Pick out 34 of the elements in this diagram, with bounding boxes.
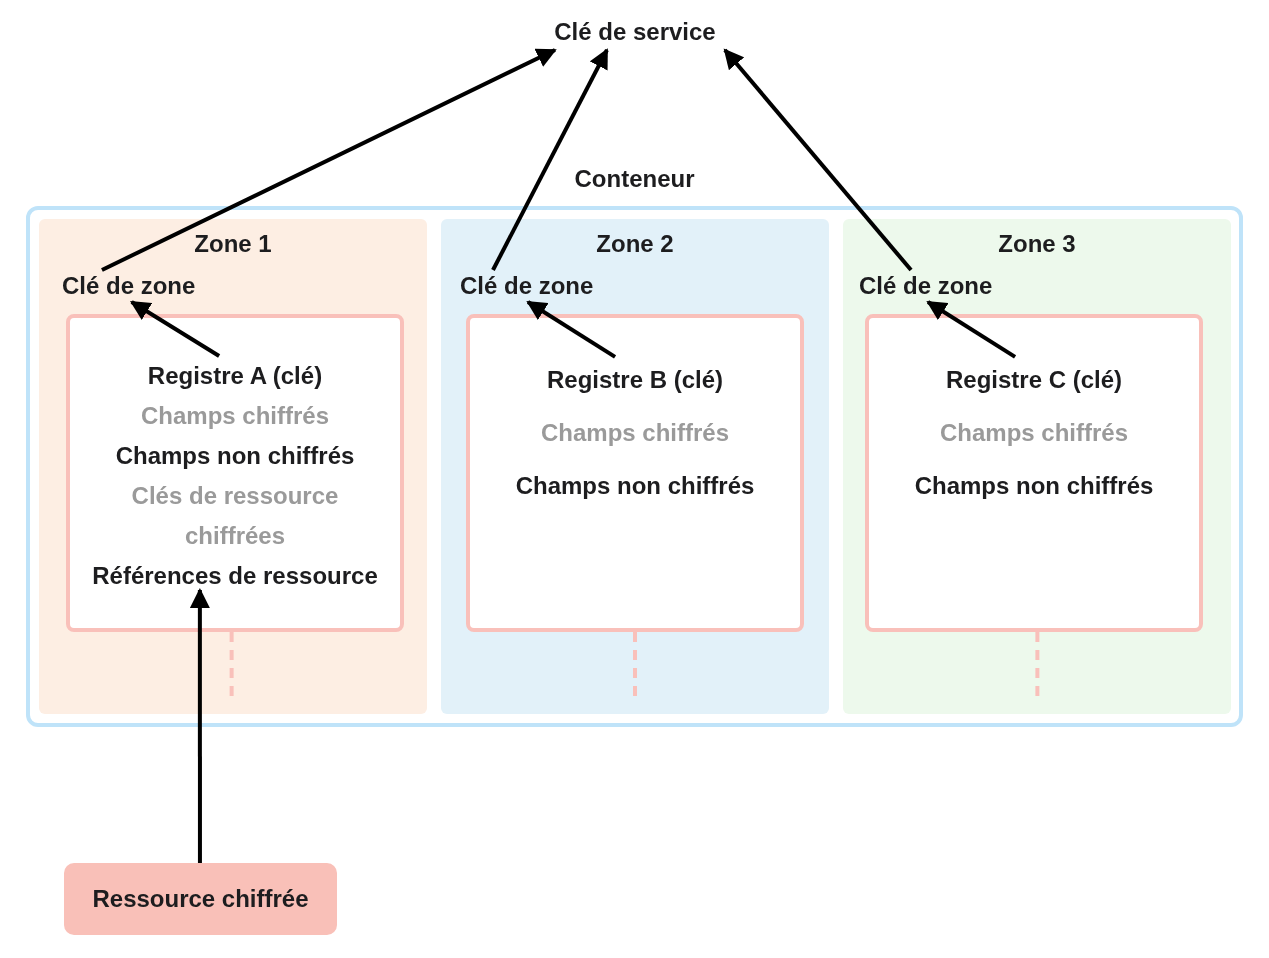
arrow (526, 300, 617, 359)
field-label: Champs chiffrés (939, 418, 1129, 448)
zone-panel (843, 219, 1231, 714)
arrow (189, 588, 210, 863)
key-label: Clé de zone (460, 271, 594, 301)
key-label: Clé de zone (859, 271, 993, 301)
record-title: Registre B (clé) (546, 365, 724, 395)
arrow (101, 48, 557, 272)
record-box (66, 314, 404, 632)
field-label: Clés de ressource chiffrées (130, 481, 340, 551)
zone-panel (39, 219, 427, 714)
field-label: Champs non chiffrés (515, 471, 755, 501)
zone-title: Zone 1 (193, 229, 273, 259)
key-label: Clé de zone (62, 271, 196, 301)
arrow (926, 300, 1017, 359)
resource-box (64, 863, 337, 935)
container-label: Conteneur (573, 164, 696, 194)
field-label: Champs non chiffrés (914, 471, 1154, 501)
zone-title: Zone 2 (595, 229, 675, 259)
field-label: Références de ressource (92, 561, 378, 591)
arrow (491, 48, 609, 271)
zone-panel (441, 219, 829, 714)
resource-label: Ressource chiffrée (92, 884, 309, 914)
field-label: Champs chiffrés (540, 418, 730, 448)
record-title: Registre A (clé) (147, 361, 323, 391)
zone-title: Zone 3 (997, 229, 1077, 259)
field-label: Champs chiffrés (140, 401, 330, 431)
record-title: Registre C (clé) (945, 365, 1123, 395)
arrow (130, 300, 221, 358)
record-box (466, 314, 804, 632)
key-label: Clé de service (554, 17, 716, 47)
field-label: Champs non chiffrés (115, 441, 355, 471)
arrow (723, 48, 913, 272)
record-box (865, 314, 1203, 632)
